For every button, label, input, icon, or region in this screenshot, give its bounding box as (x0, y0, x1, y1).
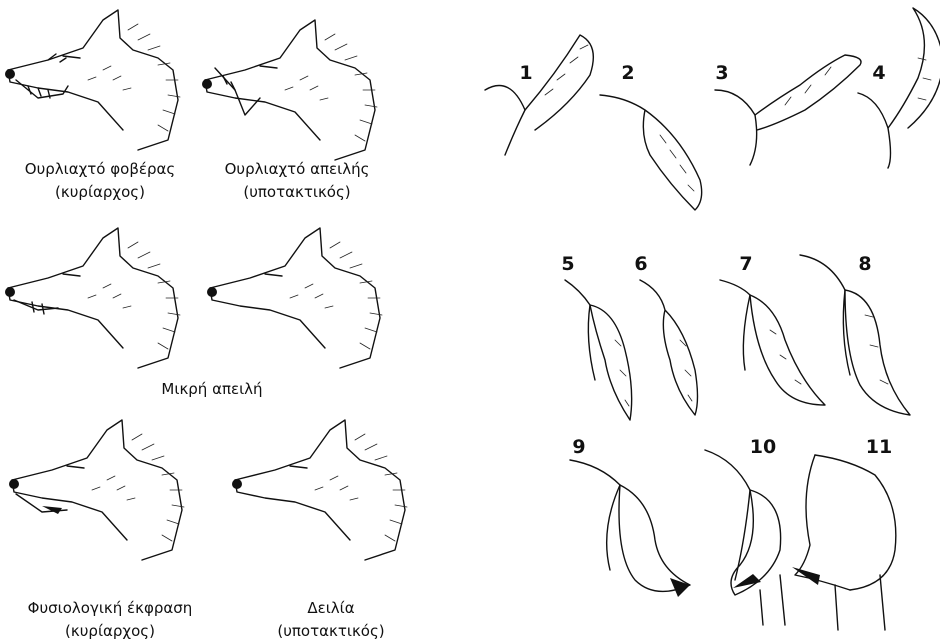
caption-line2: (υποτακτικός) (192, 181, 402, 204)
tail-number-10: 10 (748, 436, 778, 458)
wolf-head-mild-threat (207, 228, 382, 368)
caption-normal-dominant: Φυσιολογική έκφραση (κυρίαρχος) (5, 597, 215, 643)
caption-line1: Δειλία (226, 597, 436, 620)
wolf-head-submissive-snarl (202, 20, 377, 160)
wolf-head-timid-submissive (232, 420, 407, 560)
caption-line1: Ουρλιαχτό φοβέρας (0, 158, 205, 181)
caption-submissive-snarl: Ουρλιαχτό απειλής (υποτακτικός) (192, 158, 402, 204)
tail-7 (720, 280, 825, 405)
tail-number-6: 6 (626, 253, 656, 275)
tail-number-1: 1 (511, 62, 541, 84)
tail-4 (858, 8, 940, 168)
caption-line1: Φυσιολογική έκφραση (5, 597, 215, 620)
caption-line2: (κυρίαρχος) (0, 181, 205, 204)
caption-line2: (κυρίαρχος) (5, 620, 215, 643)
tail-number-5: 5 (553, 253, 583, 275)
wolf-head-dominant-snarl (5, 10, 180, 150)
tail-number-11: 11 (864, 436, 894, 458)
wolf-head-mild-threat-snarl (5, 228, 180, 368)
tail-number-4: 4 (864, 62, 894, 84)
caption-line2: (υποτακτικός) (226, 620, 436, 643)
tail-9 (570, 460, 690, 597)
tail-11 (792, 455, 896, 630)
tail-6 (640, 280, 698, 415)
caption-dominant-snarl: Ουρλιαχτό φοβέρας (κυρίαρχος) (0, 158, 205, 204)
tail-1 (485, 35, 593, 155)
tail-number-8: 8 (850, 253, 880, 275)
tail-5 (565, 280, 632, 420)
tail-number-7: 7 (731, 253, 761, 275)
wolf-head-normal-dominant (9, 420, 184, 560)
tail-number-2: 2 (613, 62, 643, 84)
tail-number-9: 9 (564, 436, 594, 458)
tail-8 (800, 255, 910, 415)
caption-line1: Μικρή απειλή (107, 378, 317, 401)
caption-mild-threat: Μικρή απειλή (107, 378, 317, 401)
caption-timid-submissive: Δειλία (υποτακτικός) (226, 597, 436, 643)
tail-2 (600, 95, 702, 210)
tail-number-3: 3 (707, 62, 737, 84)
tail-10 (705, 450, 785, 625)
caption-line1: Ουρλιαχτό απειλής (192, 158, 402, 181)
